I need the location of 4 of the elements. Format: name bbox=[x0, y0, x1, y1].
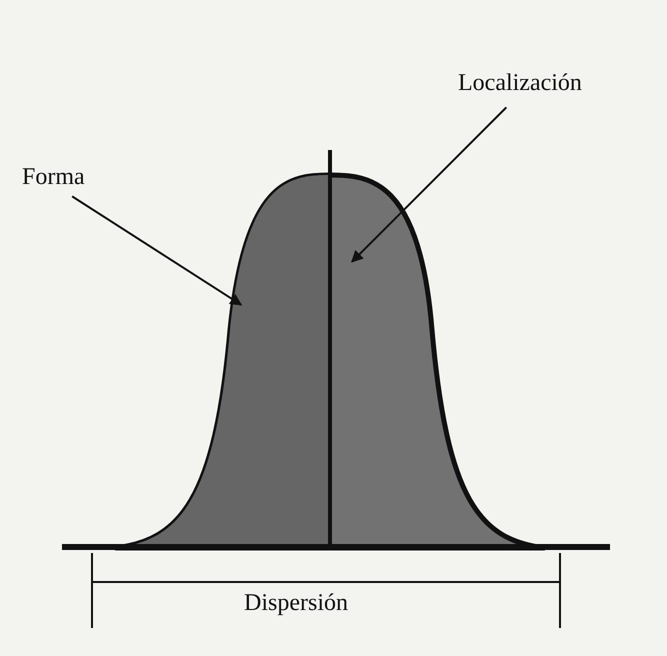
callout-label: Localización bbox=[458, 70, 582, 96]
leader-arrow bbox=[351, 106, 508, 263]
leader-arrow bbox=[72, 196, 242, 306]
callout-label: Forma bbox=[22, 164, 85, 190]
